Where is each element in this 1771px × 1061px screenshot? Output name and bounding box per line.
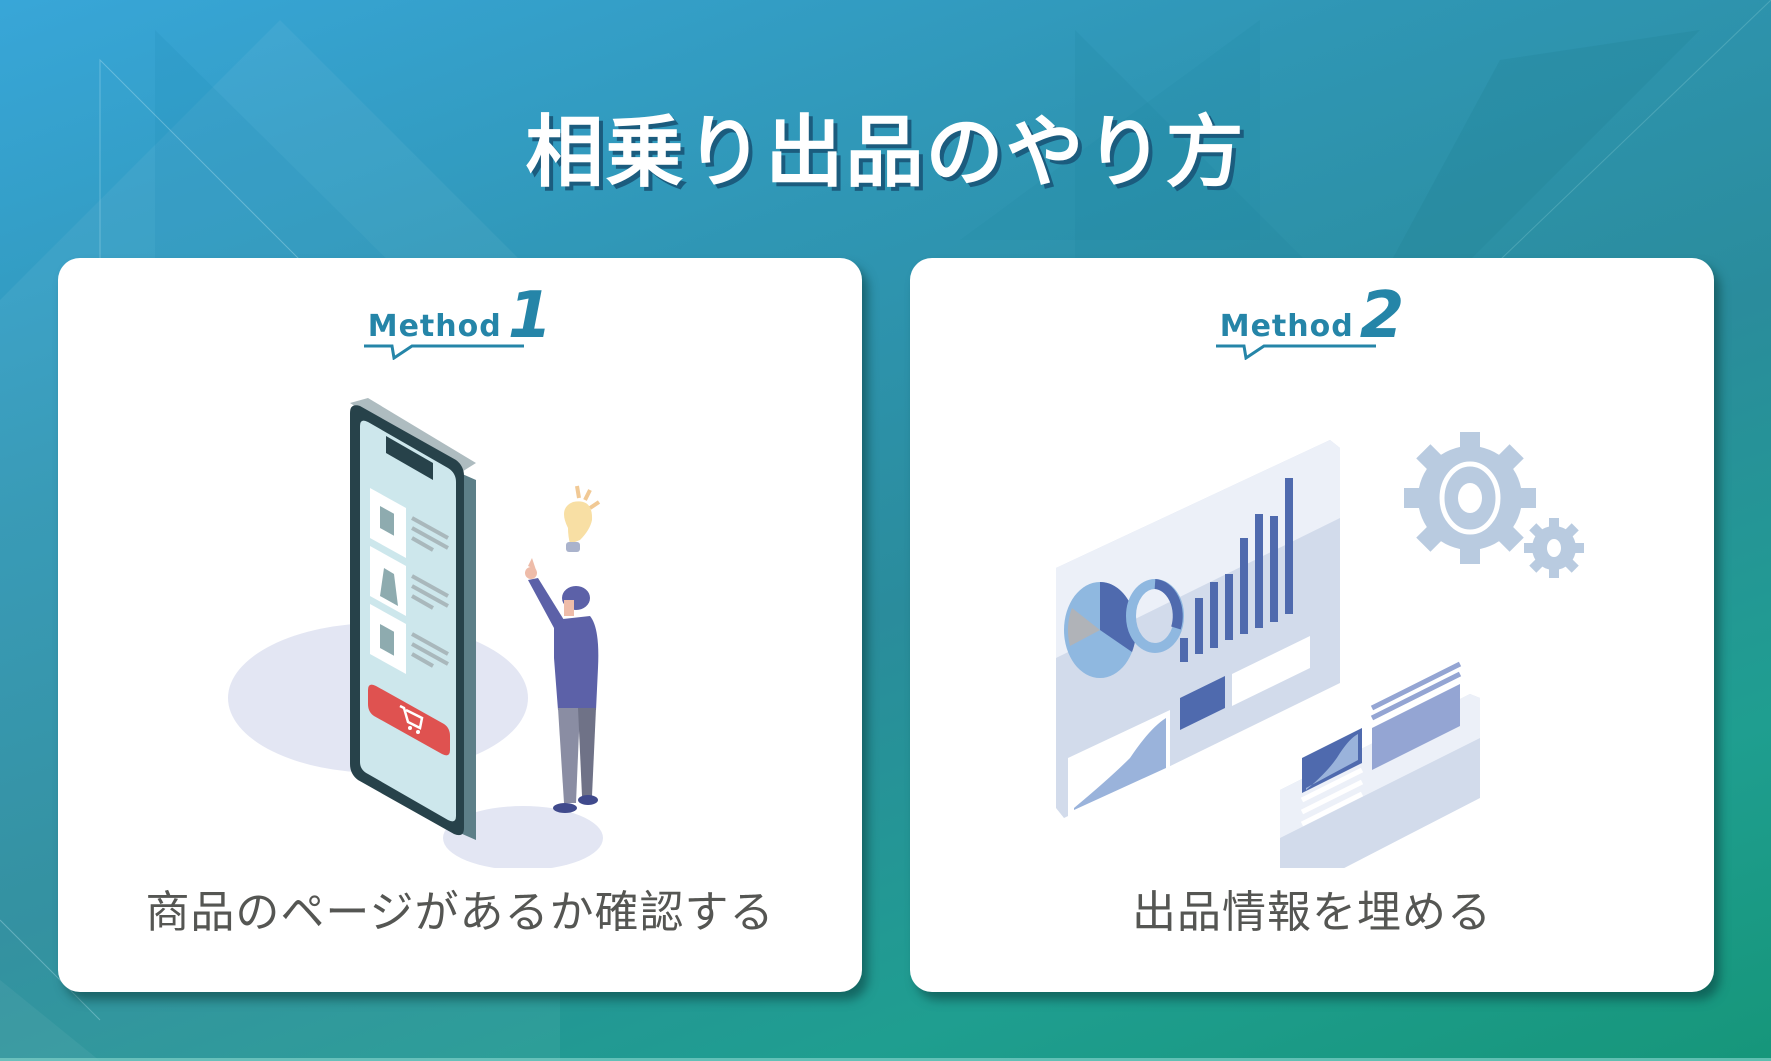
method-card-2: Method 2 — [910, 258, 1714, 992]
method-caption: 出品情報を埋める — [1132, 887, 1492, 938]
speech-underline-icon — [1215, 344, 1376, 360]
method-label: Method — [367, 308, 502, 344]
method-card-1: Method 1 — [58, 258, 862, 992]
method-label: Method — [1219, 308, 1354, 344]
bottom-edge-line — [0, 1058, 1771, 1061]
page-title: 相乗り出品のやり方 — [525, 108, 1246, 198]
method-caption: 商品のページがあるか確認する — [145, 887, 775, 938]
smartphone-shopping-person-icon — [228, 398, 603, 868]
method-heading: Method 2 — [910, 279, 1714, 360]
method-number: 2 — [1359, 279, 1405, 353]
method-heading: Method 1 — [58, 279, 862, 360]
speech-underline-icon — [363, 344, 524, 360]
method-number: 1 — [507, 279, 553, 353]
dashboard-gears-icon — [1056, 432, 1584, 868]
